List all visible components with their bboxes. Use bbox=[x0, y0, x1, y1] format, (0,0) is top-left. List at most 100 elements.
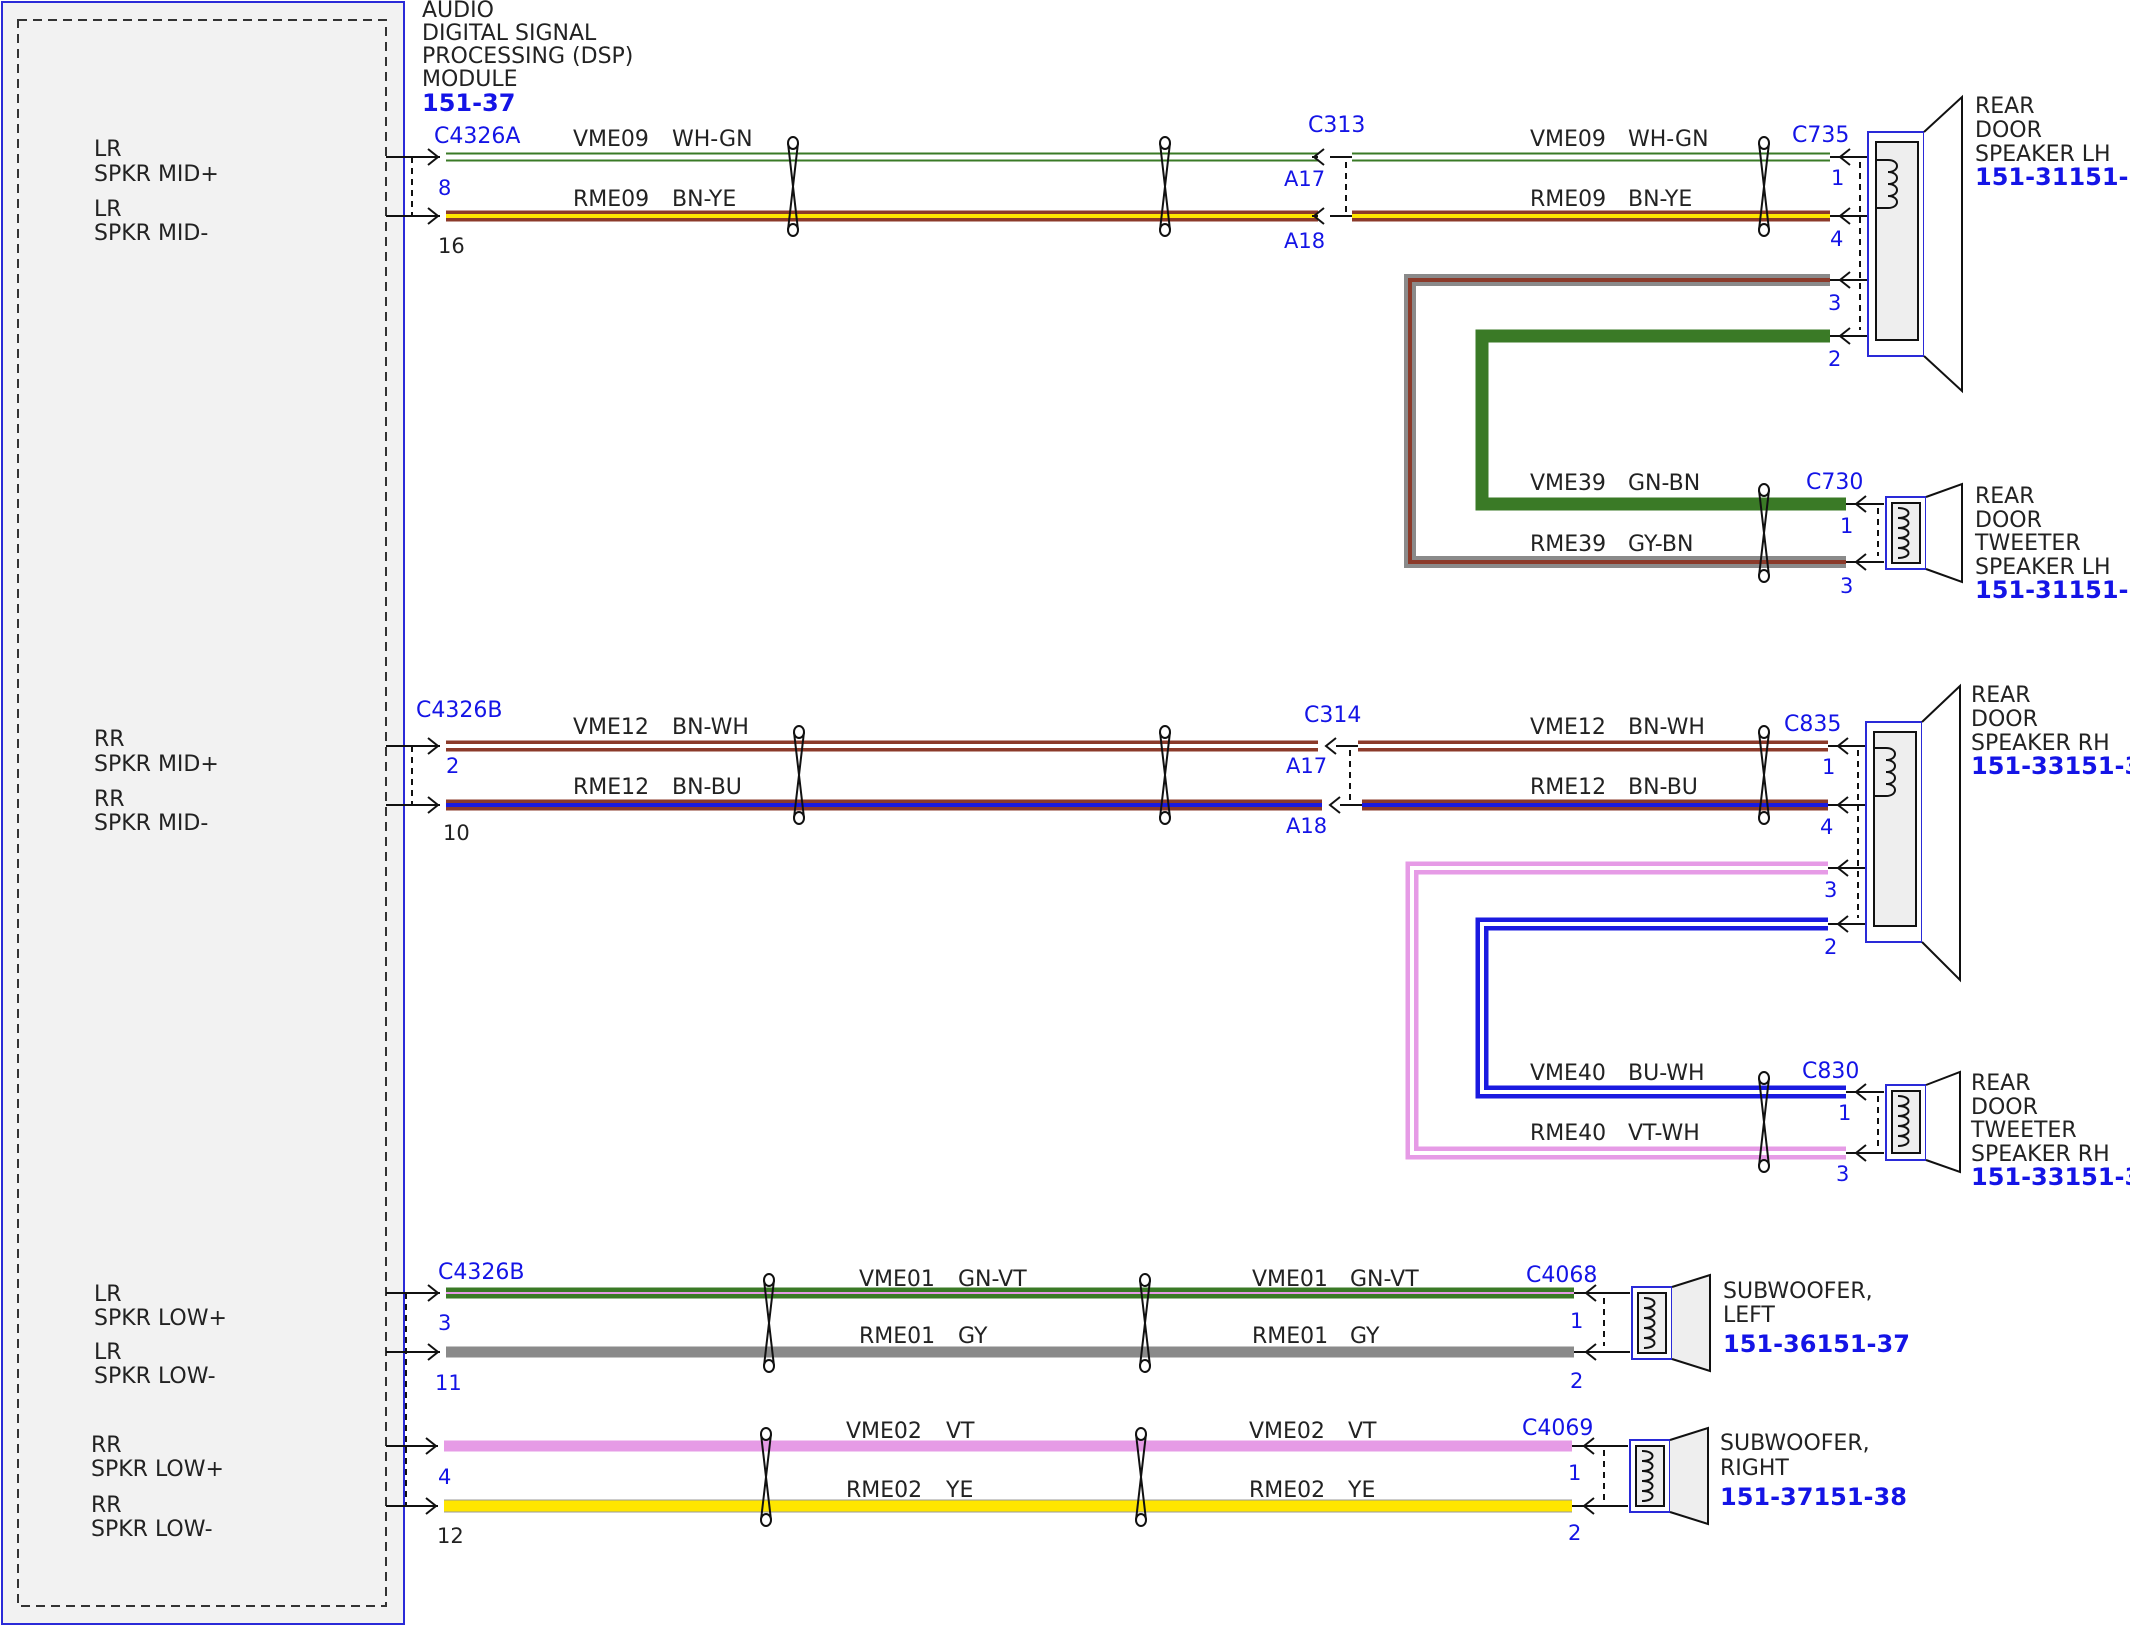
label-pins-c4068_1: 1 bbox=[1570, 1309, 1583, 1333]
label-connectors-c4326b_2: C4326B bbox=[438, 1260, 524, 1285]
label-wires-w8-1: VT-WH bbox=[1628, 1121, 1700, 1146]
twisted-pair-marks bbox=[760, 136, 1770, 1527]
label-module-title_lines-3: MODULE bbox=[422, 67, 518, 92]
label-pins-c835_1: 1 bbox=[1822, 755, 1835, 779]
label-wires-w7-1: BU-WH bbox=[1628, 1061, 1705, 1086]
label-module-pin_labels-1-0: LR bbox=[94, 197, 122, 222]
label-pins-c4069_1: 1 bbox=[1568, 1461, 1581, 1485]
label-components-sub_r-ref: 151-37151-38 bbox=[1720, 1483, 1907, 1511]
label-wires-w2a-0: RME09 bbox=[573, 187, 649, 212]
label-wires-w2a-1: BN-YE bbox=[672, 187, 736, 212]
label-wires-w11b-0: VME02 bbox=[1249, 1419, 1325, 1444]
label-pins-a18_1: A18 bbox=[1284, 229, 1325, 253]
label-wires-w5a-0: VME12 bbox=[573, 715, 649, 740]
label-pins-a18_2: A18 bbox=[1286, 814, 1327, 838]
label-pins-p4: 4 bbox=[438, 1465, 451, 1489]
label-wires-w10a-1: GY bbox=[958, 1324, 988, 1349]
label-module-pin_labels-6-0: RR bbox=[91, 1433, 122, 1458]
label-wires-w4-1: GY-BN bbox=[1628, 532, 1693, 557]
label-wires-w12b-1: YE bbox=[1347, 1478, 1375, 1503]
label-components-sub_l-lines-0: SUBWOOFER, bbox=[1723, 1279, 1873, 1304]
rear-door-speaker-lh-icon bbox=[1867, 94, 1963, 394]
label-wires-w6b-0: RME12 bbox=[1530, 775, 1606, 800]
label-module-pin_labels-1-1: SPKR MID- bbox=[94, 221, 208, 246]
subwoofer-right-icon bbox=[1629, 1426, 1709, 1526]
label-wires-w8-0: RME40 bbox=[1530, 1121, 1606, 1146]
label-module-pin_labels-5-0: LR bbox=[94, 1340, 122, 1365]
label-module-pin_labels-5-1: SPKR LOW- bbox=[94, 1364, 216, 1389]
label-wires-w10a-0: RME01 bbox=[859, 1324, 935, 1349]
label-connectors-c835: C835 bbox=[1784, 712, 1841, 737]
label-connectors-c4068: C4068 bbox=[1526, 1263, 1597, 1288]
label-wires-w1a-1: WH-GN bbox=[672, 127, 753, 152]
label-wires-w9b-0: VME01 bbox=[1252, 1267, 1328, 1292]
wire-bundles bbox=[444, 152, 1846, 1513]
label-module-pin_labels-7-1: SPKR LOW- bbox=[91, 1517, 213, 1542]
label-wires-w2b-0: RME09 bbox=[1530, 187, 1606, 212]
label-wires-w4-0: RME39 bbox=[1530, 532, 1606, 557]
label-components-sub_l-ref: 151-36151-37 bbox=[1723, 1330, 1910, 1358]
label-wires-w11b-1: VT bbox=[1348, 1419, 1377, 1444]
label-wires-w11a-0: VME02 bbox=[846, 1419, 922, 1444]
label-pins-c835_4: 4 bbox=[1820, 815, 1833, 839]
label-wires-w10b-0: RME01 bbox=[1252, 1324, 1328, 1349]
label-pins-p8: 8 bbox=[438, 176, 451, 200]
label-pins-c830_3: 3 bbox=[1836, 1162, 1849, 1186]
label-wires-w5a-1: BN-WH bbox=[672, 715, 749, 740]
label-components-sub_r-lines-1: RIGHT bbox=[1720, 1456, 1789, 1481]
wire-rme39 bbox=[1404, 274, 1846, 568]
label-pins-c735_1: 1 bbox=[1831, 166, 1844, 190]
label-pins-a17_1: A17 bbox=[1284, 167, 1325, 191]
label-components-sub_l-lines-1: LEFT bbox=[1723, 1303, 1775, 1328]
label-components-spk_rh-ref: 151-33151-34 bbox=[1971, 752, 2130, 780]
label-module-pin_labels-4-1: SPKR LOW+ bbox=[94, 1306, 227, 1331]
label-module-pin_labels-3-0: RR bbox=[94, 787, 125, 812]
label-connectors-c735: C735 bbox=[1792, 123, 1849, 148]
label-components-tw_rh-ref: 151-33151-34 bbox=[1971, 1163, 2130, 1191]
label-module-pin_labels-0-0: LR bbox=[94, 137, 122, 162]
label-pins-c4068_2: 2 bbox=[1570, 1369, 1583, 1393]
label-pins-c835_2: 2 bbox=[1824, 935, 1837, 959]
label-components-spk_rh-lines-0: REAR bbox=[1971, 683, 2031, 708]
label-pins-p11: 11 bbox=[435, 1371, 462, 1395]
label-components-tw_lh-lines-2: TWEETER bbox=[1974, 531, 2081, 556]
label-pins-p10: 10 bbox=[443, 821, 470, 845]
module-title: AUDIO DIGITAL SIGNAL PROCESSING (DSP) MO… bbox=[422, 0, 633, 117]
label-connectors-c313: C313 bbox=[1308, 113, 1365, 138]
label-components-spk_lh-lines-0: REAR bbox=[1975, 94, 2035, 119]
label-components-spk_lh-lines-2: SPEAKER LH bbox=[1975, 142, 2111, 167]
wire-vme39 bbox=[1475, 329, 1846, 511]
label-pins-c830_1: 1 bbox=[1838, 1101, 1851, 1125]
label-pins-c835_3: 3 bbox=[1824, 878, 1837, 902]
component-labels: REAR DOOR SPEAKER LH 151-31151-32 REAR D… bbox=[1720, 94, 2130, 1511]
label-connectors-c830: C830 bbox=[1802, 1059, 1859, 1084]
label-wires-w1b-1: WH-GN bbox=[1628, 127, 1709, 152]
label-wires-w5b-1: BN-WH bbox=[1628, 715, 1705, 740]
label-components-tw_rh-lines-3: SPEAKER RH bbox=[1971, 1142, 2110, 1167]
label-module-pin_labels-2-1: SPKR MID+ bbox=[94, 752, 219, 777]
label-pins-c735_2: 2 bbox=[1828, 347, 1841, 371]
label-module-title_lines-2: PROCESSING (DSP) bbox=[422, 44, 633, 69]
wire-vme40 bbox=[1475, 917, 1846, 1099]
dsp-module bbox=[1, 1, 405, 1625]
label-pins-a17_2: A17 bbox=[1286, 754, 1327, 778]
rear-door-tweeter-rh-icon bbox=[1885, 1070, 1961, 1174]
label-pins-p16: 16 bbox=[438, 234, 465, 258]
label-components-tw_rh-lines-1: DOOR bbox=[1971, 1095, 2038, 1120]
label-module-pin_labels-4-0: LR bbox=[94, 1282, 122, 1307]
wire-rme40 bbox=[1405, 861, 1846, 1160]
label-wires-w3-0: VME39 bbox=[1530, 471, 1606, 496]
label-wires-w10b-1: GY bbox=[1350, 1324, 1380, 1349]
label-components-spk_rh-lines-2: SPEAKER RH bbox=[1971, 731, 2110, 756]
label-pins-p2: 2 bbox=[446, 754, 459, 778]
label-module-title_lines-1: DIGITAL SIGNAL bbox=[422, 21, 597, 46]
label-components-tw_lh-lines-0: REAR bbox=[1975, 484, 2035, 509]
label-wires-w2b-1: BN-YE bbox=[1628, 187, 1692, 212]
label-components-tw_lh-lines-1: DOOR bbox=[1975, 508, 2042, 533]
label-pins-c730_1: 1 bbox=[1840, 514, 1853, 538]
label-wires-w1b-0: VME09 bbox=[1530, 127, 1606, 152]
label-module-title_lines-0: AUDIO bbox=[422, 0, 494, 23]
label-wires-w1a-0: VME09 bbox=[573, 127, 649, 152]
